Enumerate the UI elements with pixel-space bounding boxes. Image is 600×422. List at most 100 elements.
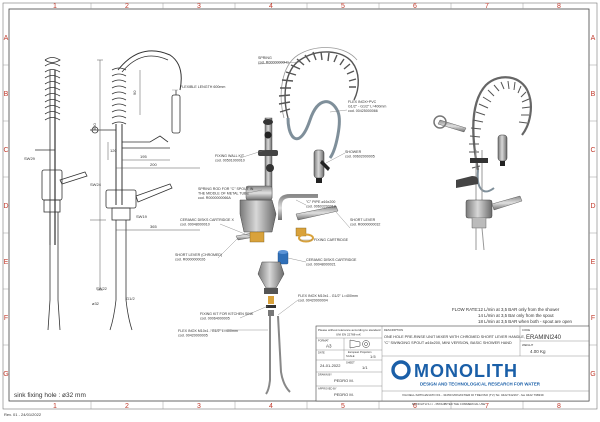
- callout-flex-inox-2-code: cod. 00420000005: [178, 334, 208, 338]
- grid-col-top: 6: [413, 3, 417, 10]
- tb-standard: UNI EN 22768-mK: [336, 333, 361, 337]
- dim-200: 200: [150, 162, 157, 167]
- tb-footer: MONOLITH S.r.l. - PROHIBITED THE COMMERC…: [412, 402, 485, 406]
- callout-short-lever-code: cod. R0000000032: [350, 223, 380, 227]
- tb-date: 24-01-2022: [320, 363, 341, 368]
- inner-frame: [8, 8, 590, 402]
- short-lever-part: [295, 205, 339, 221]
- callout-flexible-length: FLEXIBLE LENGTH 600mm: [180, 85, 225, 89]
- leader-lines: [172, 61, 351, 331]
- fixing-wall-kit-part: [263, 119, 273, 125]
- callout-flex-inox-2-title: FLEX INOX M10x1 - G1/2" L=400mm: [178, 329, 238, 333]
- callout-fixing-kit-code: cod. 00064000005: [200, 317, 230, 321]
- grid-col-bottom: 3: [197, 403, 201, 410]
- dimensioned-side-view: [35, 57, 88, 331]
- grid-row-right: B: [591, 91, 596, 98]
- tb-drawn: PEDRO M.: [334, 378, 354, 383]
- callout-spring-title: SPRING: [258, 56, 272, 60]
- grid-col-bottom: 6: [413, 403, 417, 410]
- dim-680: 680: [92, 123, 97, 130]
- tb-tagline: DESIGN AND TECHNOLOGICAL RESEARCH FOR WA…: [420, 382, 541, 387]
- callout-short-lever-title: SHORT LEVER: [350, 218, 376, 222]
- flow-rate-line: 18 L/min at 3,5 BAR when both - spout ar…: [478, 319, 573, 324]
- dimension-labels: 680 120 195 200 365 90 SW29 SW19 SW24 SW…: [24, 90, 157, 306]
- revision-note: Rev. 01 - 24/01/2022: [4, 412, 42, 417]
- tb-code-label: CODE: [522, 328, 530, 332]
- grid-col-bottom: 4: [269, 403, 273, 410]
- grid-row-labels: A B C D E F G A B C D E F G: [3, 35, 595, 378]
- dim-sw22: SW22: [96, 286, 108, 291]
- callout-flex-inox-pvc-code: cod. 00425000066: [348, 109, 378, 113]
- flex-hose-part: [286, 100, 341, 159]
- tb-code: ERAMINI240: [526, 335, 562, 341]
- dim-g12: G1/2: [126, 296, 135, 301]
- shower-part: [313, 149, 330, 183]
- callout-fixing-cartridge: FIXING CARTRIDGE: [314, 238, 349, 242]
- tb-format-label: FORMAT: [318, 339, 329, 343]
- callout-spring-code: cod. R00000000H1: [258, 61, 289, 65]
- grid-col-top: 2: [125, 3, 129, 10]
- exploded-view: [235, 47, 359, 395]
- ceramic-cartridge-part: [277, 250, 289, 265]
- callout-flex-inox-1-code: cod. 00420000004: [298, 299, 328, 303]
- dim-sw19: SW19: [136, 214, 148, 219]
- grid-row-right: G: [590, 371, 595, 378]
- tb-weight-label: WEIGHT: [522, 343, 533, 347]
- grid-row-right: A: [591, 35, 596, 42]
- callout-shower-code: cod. 00602000005: [345, 155, 375, 159]
- grid-row-left: A: [4, 35, 9, 42]
- grid-row-left: C: [3, 147, 8, 154]
- spring-part: [278, 47, 359, 119]
- flow-rate-label: FLOW RATE:: [452, 307, 479, 312]
- callout-flex-inox-pvc-sub: G1/2" - G1/2" L=400mm: [348, 105, 386, 109]
- grid-row-left: F: [4, 315, 8, 322]
- grid-col-bottom: 2: [125, 403, 129, 410]
- grid-col-top: 3: [197, 3, 201, 10]
- dim-120: 120: [110, 148, 117, 153]
- title-block: Please without tolerance according to st…: [315, 325, 590, 406]
- tb-description-2: "C" SWINGING SPOUT ø16x200, MINI VERSION…: [384, 341, 512, 345]
- grid-row-right: E: [591, 259, 596, 266]
- grid-row-right: C: [590, 147, 595, 154]
- grid-col-bottom: 8: [557, 403, 561, 410]
- dim-d32: ø32: [92, 301, 100, 306]
- grid-row-left: E: [4, 259, 9, 266]
- grid-col-bottom: 7: [485, 403, 489, 410]
- tb-weight: 4.00 Kg: [530, 349, 546, 354]
- projection-symbol-icon: [349, 339, 370, 349]
- callout-short-lever-chromed-title: SHORT LEVER (CHROMED): [175, 253, 222, 257]
- tb-projection-label: European Projection: [348, 350, 372, 354]
- dim-sw24: SW24: [90, 182, 102, 187]
- sink-fixing-note: sink fixing hole : ø32 mm: [14, 392, 86, 399]
- flow-rate-line: 14 L/min at 3,5 Bar only from the spout: [478, 313, 554, 318]
- dim-sw29: SW29: [24, 156, 36, 161]
- tb-sheet: 1/1: [362, 365, 368, 370]
- tb-drawn-label: DRAWN BY: [318, 373, 332, 377]
- callout-labels: SPRING cod. R00000000H1 FLEXIBLE LENGTH …: [175, 56, 386, 338]
- monolith-logo-icon: [391, 360, 411, 380]
- flow-rate-line: 12 L/min at 3,5 BAR only from the shower: [478, 307, 560, 312]
- grid-column-ticks: [3, 3, 597, 409]
- flow-rate-block: FLOW RATE: 12 L/min at 3,5 BAR only from…: [452, 307, 573, 324]
- tb-description-label: DESCRIPTION: [384, 328, 403, 332]
- fixing-kit-part: [266, 296, 276, 316]
- grid-col-top: 8: [557, 3, 561, 10]
- callout-ceramic-x-title: CERAMIC DISKS CARTRIDGE X: [180, 218, 234, 222]
- fixing-cartridge-part: [298, 233, 314, 243]
- callout-short-lever-chromed-code: cod. R0000000026: [175, 258, 205, 262]
- dimension-lines: [90, 59, 200, 291]
- callout-c-pipe-code: cod. 00603200019: [306, 205, 336, 209]
- assembled-3d-view: [433, 76, 532, 251]
- callout-flex-inox-1-title: FLEX INOX M10x1 - G1/2" L=400mm: [298, 294, 358, 298]
- grid-row-left: G: [3, 371, 8, 378]
- tb-address: VIA DELL'ARTIGIANATO 6/1 - 31050 MONASTI…: [402, 393, 544, 397]
- grid-col-top: 4: [269, 3, 273, 10]
- grid-col-bottom: 1: [53, 403, 57, 410]
- callout-ceramic-x-code: cod. 00048000010: [180, 223, 210, 227]
- tb-logo-text: MONOLITH: [414, 361, 518, 381]
- callout-spring-rod-title: SPRING ROD FOR "C" SPOUT IN: [198, 187, 254, 191]
- tb-approved: PEDRO M.: [334, 392, 354, 397]
- outer-frame: [2, 2, 598, 410]
- grid-col-top: 7: [485, 3, 489, 10]
